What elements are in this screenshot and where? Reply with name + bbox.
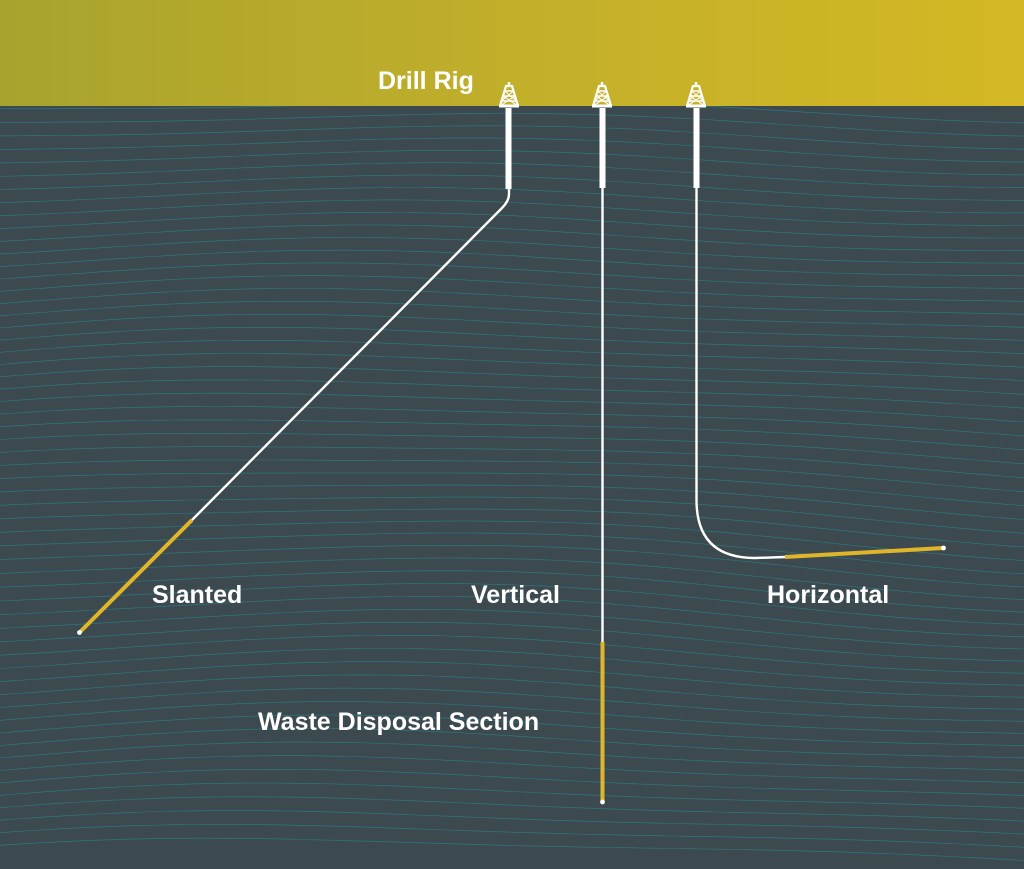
strata-line	[0, 520, 1024, 561]
strata-line	[0, 583, 1024, 625]
strata-line	[0, 557, 1024, 600]
strata-line	[0, 327, 1024, 354]
strata-line	[0, 796, 1024, 822]
surface-layer	[0, 0, 1024, 106]
strata-line	[0, 433, 1024, 465]
horizontal-borehole	[695, 188, 786, 560]
strata-line	[0, 674, 1024, 710]
slanted-well-casing	[505, 108, 512, 189]
strata-line	[0, 262, 1024, 289]
slanted-disposal-section	[78, 518, 194, 634]
strata-line	[0, 459, 1024, 493]
strata-line	[0, 113, 1024, 137]
strata-line	[0, 249, 1024, 277]
strata-line	[0, 837, 1024, 861]
strata-line	[0, 472, 1024, 506]
slanted-label: Slanted	[152, 581, 242, 609]
strata-line	[0, 768, 1024, 796]
strata-line	[0, 545, 1024, 588]
strata-line	[0, 314, 1024, 341]
strata-line	[0, 199, 1024, 226]
strata-line	[0, 366, 1024, 395]
strata-line	[0, 353, 1024, 381]
strata-line	[0, 275, 1024, 302]
strata-line	[0, 187, 1024, 214]
strata-line	[0, 596, 1024, 638]
strata-line	[0, 634, 1024, 674]
strata-line	[0, 728, 1024, 759]
strata-line	[0, 824, 1024, 848]
rock-strata-lines	[0, 100, 1024, 861]
slanted-borehole	[191, 189, 511, 521]
horizontal-well-tip	[941, 545, 946, 551]
strata-line	[0, 741, 1024, 771]
strata-line	[0, 687, 1024, 722]
strata-line	[0, 137, 1024, 163]
strata-line	[0, 648, 1024, 686]
strata-line	[0, 496, 1024, 534]
strata-line	[0, 622, 1024, 662]
vertical-well-tip	[600, 799, 605, 805]
strata-line	[0, 570, 1024, 613]
waste-disposal-section-label: Waste Disposal Section	[258, 708, 539, 736]
horizontal-disposal-section	[784, 546, 944, 559]
strata-line	[0, 508, 1024, 548]
strata-line	[0, 339, 1024, 368]
strata-line	[0, 288, 1024, 315]
strata-line	[0, 392, 1024, 423]
horizontal-label: Horizontal	[767, 581, 889, 609]
vertical-well	[599, 108, 606, 805]
strata-line	[0, 661, 1024, 698]
horizontal-well	[693, 108, 946, 560]
strata-line	[0, 212, 1024, 239]
slanted-well	[77, 108, 512, 635]
vertical-label: Vertical	[471, 581, 560, 609]
horizontal-well-casing	[693, 108, 700, 188]
strata-line	[0, 162, 1024, 188]
drill-rig-label: Drill Rig	[378, 67, 474, 95]
strata-line	[0, 300, 1024, 328]
strata-line	[0, 237, 1024, 264]
strata-line	[0, 150, 1024, 176]
strata-line	[0, 608, 1024, 650]
strata-line	[0, 782, 1024, 809]
strata-line	[0, 419, 1024, 451]
slanted-well-tip	[77, 630, 82, 635]
strata-line	[0, 379, 1024, 409]
strata-line	[0, 484, 1024, 520]
strata-line	[0, 810, 1024, 835]
vertical-well-casing	[599, 108, 606, 188]
strata-line	[0, 224, 1024, 251]
strata-line	[0, 174, 1024, 201]
strata-line	[0, 714, 1024, 746]
strata-line	[0, 755, 1024, 784]
strata-line	[0, 446, 1024, 479]
strata-line	[0, 701, 1024, 734]
strata-line	[0, 406, 1024, 437]
strata-line	[0, 125, 1024, 150]
